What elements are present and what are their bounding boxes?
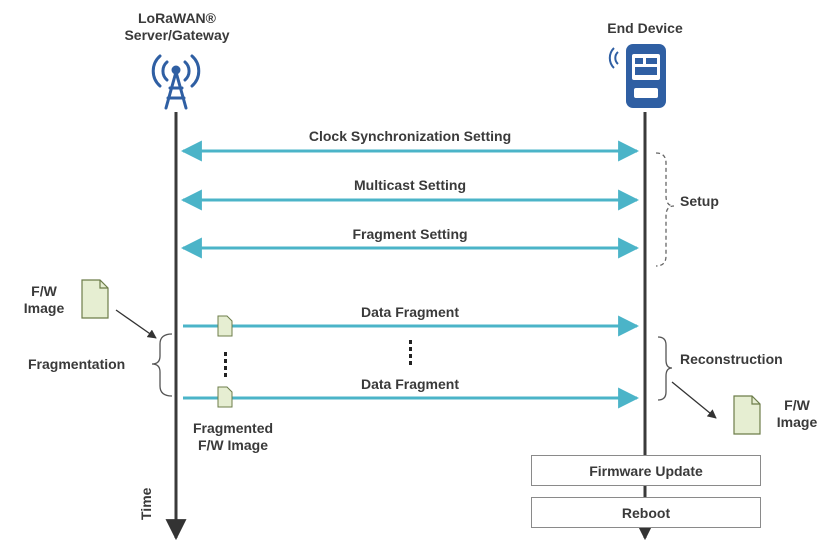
antenna-icon [151, 54, 201, 110]
device-label: End Device [607, 20, 683, 36]
fragment-doc-icon-2 [217, 386, 233, 408]
fw-image-left-icon [81, 279, 109, 319]
reconstruction-to-fw-arrow [671, 381, 717, 419]
ellipsis-left [224, 352, 227, 377]
fw-image-left-line2: Image [23, 300, 65, 316]
fw-image-left-label: F/W Image [14, 283, 74, 317]
multicast-label: Multicast Setting [353, 177, 466, 193]
fw-image-left-line1: F/W [31, 283, 57, 299]
fragmented-fw-label: Fragmented F/W Image [178, 420, 288, 454]
fragment-setting-label: Fragment Setting [352, 226, 468, 242]
setup-label: Setup [680, 193, 719, 209]
reconstruction-label: Reconstruction [680, 351, 783, 367]
fw-to-fragmentation-arrow [115, 309, 157, 339]
server-label: LoRaWAN® Server/Gateway [112, 10, 242, 44]
server-label-line2: Server/Gateway [124, 27, 230, 43]
reboot-box: Reboot [531, 497, 761, 528]
firmware-update-box: Firmware Update [531, 455, 761, 486]
fw-image-right-line2: Image [776, 414, 818, 430]
data-fragment-label-1: Data Fragment [360, 304, 460, 320]
clock-sync-label: Clock Synchronization Setting [308, 128, 512, 144]
fragment-doc-icon-1 [217, 315, 233, 337]
fw-image-right-line1: F/W [784, 397, 810, 413]
fw-image-right-icon [733, 395, 761, 435]
end-device-icon [608, 44, 666, 108]
ellipsis-middle [409, 340, 412, 365]
setup-brace [655, 152, 675, 267]
time-axis-label: Time [138, 487, 154, 520]
fragmentation-brace [151, 333, 173, 397]
fragmented-line2: F/W Image [197, 437, 268, 453]
fragmentation-label: Fragmentation [28, 356, 126, 372]
fragmented-line1: Fragmented [192, 420, 274, 436]
data-fragment-label-2: Data Fragment [360, 376, 460, 392]
server-label-line1: LoRaWAN® [138, 10, 216, 26]
fw-image-right-label: F/W Image [766, 397, 828, 431]
reconstruction-brace [657, 336, 673, 401]
